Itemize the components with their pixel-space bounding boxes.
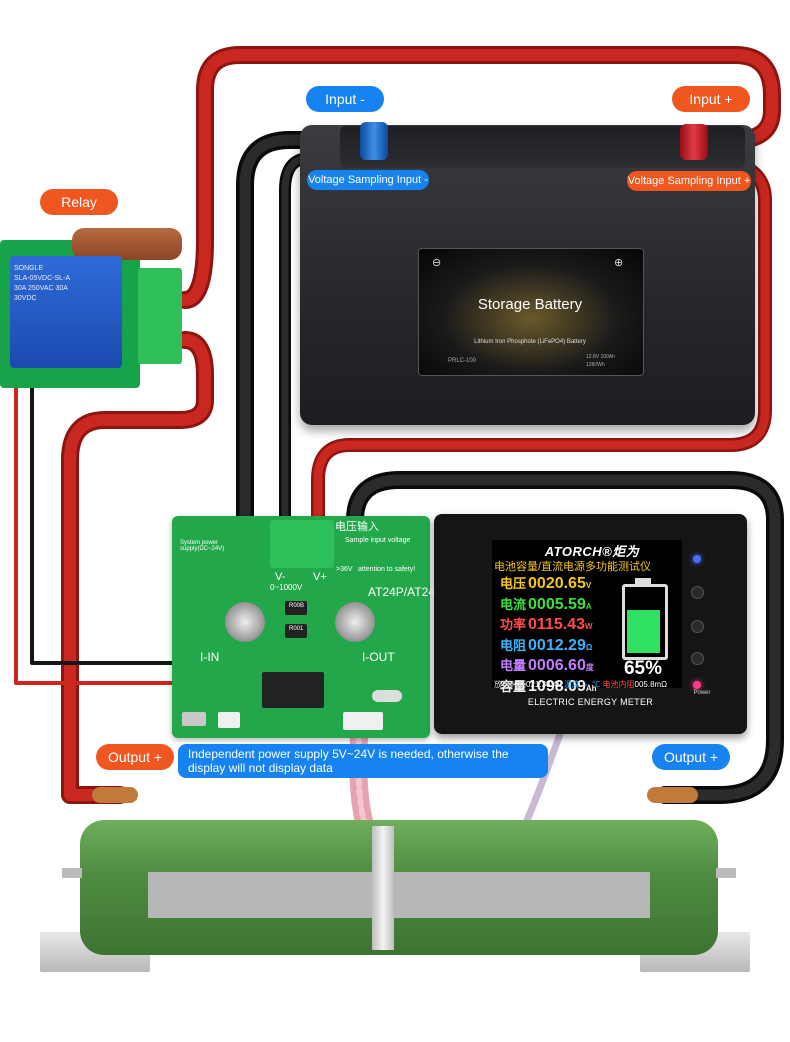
- resistor-bolt-right: [716, 868, 736, 878]
- meter-row-label: 电压: [500, 576, 527, 591]
- internal-resistance: 005.8mΩ: [634, 680, 668, 689]
- power-label: Power: [693, 690, 711, 696]
- voltage-sampling-neg-label: Voltage Sampling Input -: [307, 170, 429, 190]
- board-model: AT24P/AT24P: [368, 585, 443, 599]
- board-v36: >36V: [336, 566, 353, 573]
- battery-top-cover: [340, 126, 745, 168]
- display-connector: [343, 712, 383, 730]
- meter-footer: ELECTRIC ENERGY METER: [527, 697, 654, 707]
- resistor-coil: [148, 872, 650, 918]
- internal-resistance-label: 电池内阻: [602, 680, 635, 689]
- label-i-out: I-OUT: [362, 650, 395, 664]
- meter-row-label: 电量: [500, 658, 527, 673]
- board-range: 0~1000V: [270, 583, 303, 592]
- board-v-plus: V+: [313, 571, 327, 583]
- battery-pos-mark: ⊕: [614, 257, 624, 269]
- battery-icon-tip: [635, 578, 651, 584]
- plus-button[interactable]: [691, 586, 704, 599]
- relay-body: [10, 256, 122, 368]
- meter-row-value: 0012.29: [528, 636, 586, 654]
- meter-status-line: 放电时间021:38:49 温度 --- ℃ 电池内阻005.8mΩ: [494, 679, 682, 690]
- resistor-bolt-left: [62, 868, 82, 878]
- bluetooth-led: [693, 555, 701, 563]
- battery-model: PRLC-100: [448, 358, 477, 364]
- meter-row-value: 0006.60: [528, 657, 586, 674]
- meter-row-value: 0005.59: [528, 595, 586, 613]
- voltage-sampling-pos-label: Voltage Sampling Input +: [627, 171, 751, 191]
- relay-capacitor: [72, 228, 182, 260]
- battery-label-panel: [418, 248, 644, 376]
- relay-text: SONGLE SLA-05VDC-SL-A 30A 250VAC 30A 30V…: [14, 264, 84, 304]
- controller-chip: [262, 672, 324, 708]
- input-neg-label: Input -: [306, 86, 384, 112]
- meter-row-unit: 度: [585, 663, 594, 672]
- board-v-minus: V-: [275, 571, 286, 583]
- power-led[interactable]: [693, 681, 701, 689]
- menu-button[interactable]: [691, 620, 704, 633]
- relay-model: SLA-05VDC-SL-A: [14, 275, 71, 282]
- battery-energy: 1280Wh: [586, 362, 605, 368]
- meter-row-label: 电阻: [500, 637, 527, 653]
- meter-row-unit: Ah: [585, 683, 597, 693]
- meter-row-value: 0020.65: [528, 575, 586, 592]
- battery-subtitle: Lithium Iron Phosphote (LiFePO4) Battery: [474, 339, 586, 345]
- meter-cable: [521, 730, 564, 829]
- battery-title: Storage Battery: [477, 296, 583, 313]
- battery-positive-terminal: [680, 124, 708, 160]
- label-i-in: I-IN: [200, 650, 220, 664]
- meter-row-value: 0115.43: [528, 616, 585, 633]
- input-pos-label: Input +: [672, 86, 750, 112]
- board-header: 电压输入: [335, 521, 379, 533]
- meter-row-unit: A: [585, 601, 592, 611]
- discharge-time-label: 放电时间: [494, 680, 526, 689]
- minus-button[interactable]: [691, 652, 704, 665]
- meter-row-label: 容量: [500, 678, 527, 694]
- temperature: 温度 --- ℃: [563, 680, 601, 689]
- battery-spec: 12.8V 100Ah: [586, 354, 615, 360]
- shunt-resistor-1: [285, 601, 307, 615]
- relay-rating: 30A 250VAC 30A 30VDC: [14, 285, 68, 302]
- board-sample-note: Sample input voltage: [345, 537, 411, 544]
- battery-neg-mark: ⊖: [432, 257, 442, 269]
- relay-brand: SONGLE: [14, 265, 44, 272]
- meter-row-unit: W: [584, 622, 593, 631]
- i-out-screw: [335, 602, 375, 642]
- crystal-oscillator: [372, 690, 402, 702]
- meter-row-unit: Ω: [585, 642, 593, 652]
- power-supply-note: Independent power supply 5V~24V is neede…: [178, 744, 548, 778]
- meter-row-unit: V: [585, 581, 592, 590]
- discharge-time: 021:38:49: [526, 680, 562, 689]
- output-pos-left-label: Output +: [96, 744, 174, 770]
- relay-label: Relay: [40, 189, 118, 215]
- meter-row-label: 功率: [500, 617, 527, 632]
- meter-row-label: 电流: [500, 596, 527, 612]
- resistor-clamp: [372, 826, 394, 950]
- power-connector: [218, 712, 240, 728]
- shunt-label-2: R001: [289, 626, 304, 632]
- shunt-resistor-2: [285, 624, 307, 638]
- voltage-input-terminal: [270, 520, 334, 568]
- battery-percent: 65%: [623, 658, 663, 679]
- board-attention: attention to safety!: [358, 566, 416, 573]
- battery-negative-terminal: [360, 122, 388, 160]
- meter-brand: ATORCH®炬为: [544, 544, 640, 559]
- relay-terminal-block: [138, 268, 182, 364]
- i-in-screw: [225, 602, 265, 642]
- meter-row-value: 1098.09: [528, 677, 586, 695]
- output-pos-right-label: Output +: [652, 744, 730, 770]
- board-supply-note: System power supply(DC~24V): [180, 540, 225, 552]
- usb-port: [182, 712, 206, 726]
- meter-title: 电池容量/直流电源多功能测试仪: [494, 561, 652, 573]
- shunt-label-1: R00B: [289, 603, 305, 609]
- battery-icon: [622, 584, 668, 660]
- battery-level-fill: [627, 610, 660, 653]
